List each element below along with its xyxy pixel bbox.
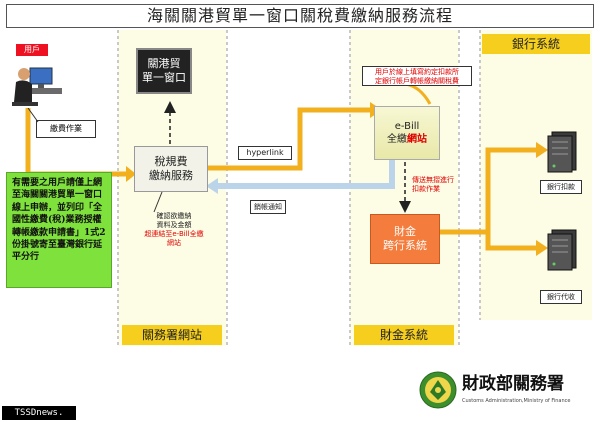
finance-to-collect-arrow: [485, 232, 538, 251]
user-computer-icon: [12, 67, 62, 106]
ebill-note-arrow: [404, 82, 432, 105]
org-name: 財政部關務署: [462, 374, 564, 394]
finance-line2: 跨行系統: [383, 239, 427, 252]
org-english: Customs Administration,Ministry of Finan…: [462, 398, 571, 404]
server-icon: [547, 131, 577, 173]
ebill-line3: 站: [417, 134, 427, 145]
green-notice: 有需要之用戶請僅上網至海關關港貿單一窗口線上申辦，並列印「全國性繳費(稅)業務授…: [6, 172, 112, 288]
single-window-box: 關港貿 單一窗口: [136, 48, 192, 94]
finance-note-line2: 扣款作業: [412, 185, 440, 193]
finance-line1: 財金: [394, 225, 416, 238]
sales-notice-arrow: [216, 152, 395, 189]
confirm-note-line2: 資料及金額: [156, 221, 192, 229]
bank-system-label: 銀行系統: [482, 34, 590, 54]
finance-to-debit-arrow: [440, 147, 538, 235]
bank-collect-label: 銀行代收: [540, 290, 582, 304]
confirm-note: 確認欲繳納 資料及金額 超連結至e-Bill全繳 網站: [126, 212, 222, 248]
user-label: 用戶: [16, 44, 48, 56]
divider-line: [479, 30, 481, 320]
user-work-pointer: [27, 108, 39, 123]
finance-note-line1: 傳送無摺進行: [412, 176, 454, 184]
confirm-note-line4: 網站: [167, 239, 181, 247]
ebill-note: 用戶於線上填寫約定扣款所 定銀行帳戶轉帳繳納關稅費: [362, 66, 472, 86]
divider-line: [458, 30, 460, 346]
customs-site-label: 關務署網站: [122, 325, 222, 345]
ebill-note-line1: 用戶於線上填寫約定扣款所: [375, 68, 459, 76]
ebill-note-line2: 定銀行帳戶轉帳繳納關稅費: [375, 77, 459, 85]
bank-debit-label: 銀行扣款: [540, 180, 582, 194]
tax-service-line2: 繳納服務: [149, 169, 193, 182]
tax-service-line1: 稅規費: [154, 155, 188, 168]
finance-system-label: 財金系統: [354, 325, 454, 345]
watermark: TSSDnews.: [2, 406, 76, 420]
hyperlink-label[interactable]: hyperlink: [238, 146, 292, 160]
hyperlink-arrow: [206, 107, 372, 171]
diagram-title: 海關關港貿單一窗口關稅費繳納服務流程: [6, 4, 594, 28]
ebill-line1: e-Bill: [394, 121, 420, 132]
finance-note: 傳送無摺進行 扣款作業: [412, 176, 468, 194]
finance-box: 財金 跨行系統: [370, 214, 440, 264]
customs-logo: [419, 371, 457, 409]
ebill-line2-red: 網: [407, 134, 417, 145]
ebill-line2-black: 全繳: [387, 134, 407, 145]
confirm-note-line3: 超連結至e-Bill全繳: [144, 230, 204, 238]
user-work-label: 繳費作業: [36, 120, 96, 138]
bank-band: [480, 30, 592, 320]
single-window-line1: 關港貿: [147, 57, 181, 70]
tax-service-box: 稅規費 繳納服務: [134, 146, 208, 192]
ebill-box: e-Bill 全繳網站: [374, 106, 440, 160]
server-icon: [547, 229, 577, 271]
confirm-note-line1: 確認欲繳納: [156, 212, 192, 220]
single-window-line2: 單一窗口: [142, 71, 186, 84]
divider-line: [117, 30, 119, 346]
sales-notice-label: 銷帳通知: [250, 200, 286, 214]
confirm-note-pointer: [153, 191, 163, 213]
